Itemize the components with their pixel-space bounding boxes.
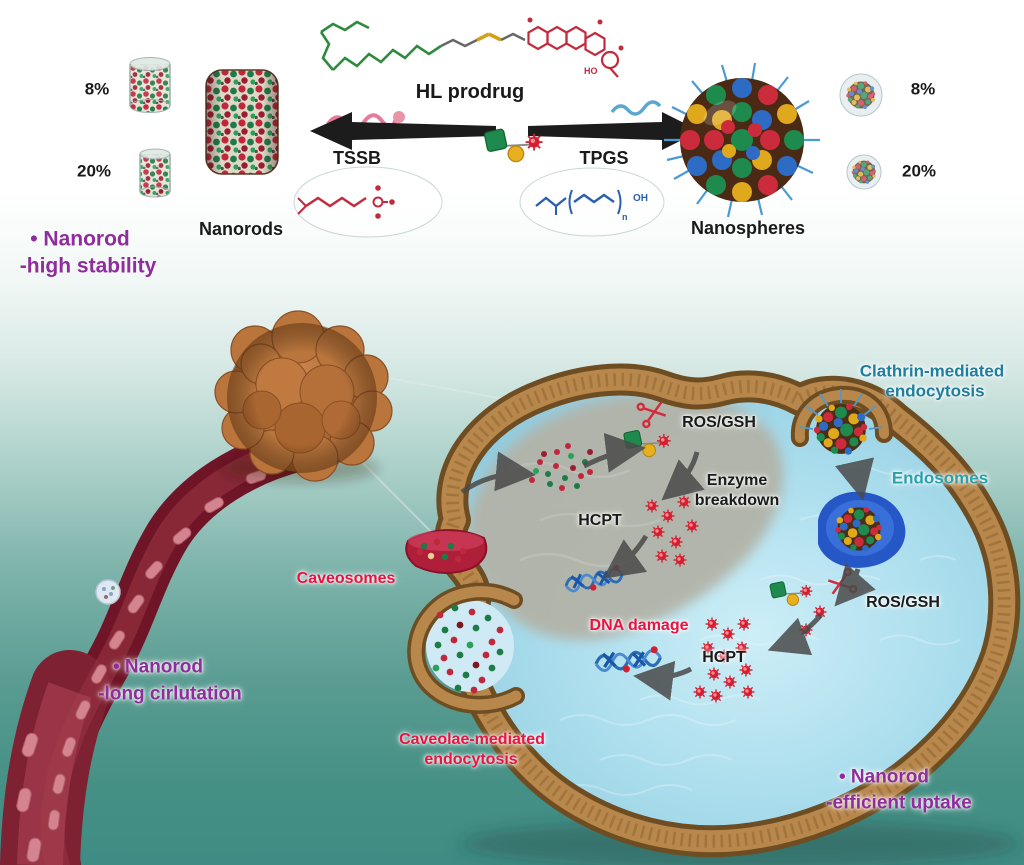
nanosphere-graphic (664, 62, 820, 218)
hl-prodrug-label: HL prodrug (415, 81, 525, 103)
tpgs-oh-atom-label: OH (633, 193, 648, 204)
endosome (818, 491, 906, 568)
hl-prodrug-structure: HO (319, 17, 624, 78)
clathrin-pit (790, 385, 893, 455)
tssb-label: TSSB (332, 148, 382, 168)
pct8-left-label: 8% (84, 79, 110, 99)
clathrin-label-line2: endocytosis (885, 381, 985, 401)
tpgs-n-subscript: n (622, 212, 628, 222)
cytoplasm-gray-region (468, 393, 784, 640)
circulating-nanorod (95, 579, 121, 605)
pct20-right-label: 20% (901, 161, 937, 181)
nanorod-graphic (205, 69, 279, 175)
hcpt-lower-label: HCPT (702, 649, 746, 666)
hcpt-upper-label: HCPT (578, 512, 622, 529)
tssb-molecule-bubble (293, 166, 443, 238)
circulation-note-line1: • Nanorod (112, 656, 204, 678)
uptake-note-line2: -efficient uptake (826, 792, 972, 814)
circulation-note-line2: -long cirlutation (98, 683, 242, 705)
pct8-right-label: 8% (910, 79, 936, 99)
uptake-note-line1: • Nanorod (838, 766, 930, 788)
cancer-cell (405, 363, 1021, 858)
pct20-left-label: 20% (76, 161, 112, 181)
stability-note-line2: -high stability (19, 254, 157, 278)
nanorod-cluster-caveolae (432, 604, 504, 694)
tssb-arrow (310, 112, 496, 150)
caveolae-label-line2: endocytosis (424, 751, 518, 768)
tpgs-arrow (528, 112, 700, 150)
red-blood-cells (16, 469, 267, 863)
caveolae-invagination (407, 582, 525, 714)
dna-damage-label: DNA damage (589, 617, 689, 634)
nanospheres-label: Nanospheres (690, 218, 806, 238)
ros-gsh-top-label: ROS/GSH (682, 414, 756, 431)
nanorods-label: Nanorods (198, 219, 284, 239)
tpgs-hairs (799, 389, 883, 430)
tumor-graphic (214, 310, 393, 482)
nanosphere-8pct (839, 73, 883, 117)
tpgs-polymer-squiggle (610, 100, 662, 116)
enzyme-label-line2: breakdown (694, 492, 780, 509)
enzyme-label-line1: Enzyme (706, 472, 768, 489)
stability-note-line1: • Nanorod (30, 227, 130, 251)
caveosomes-label: Caveosomes (296, 570, 396, 587)
clathrin-label-line1: Clathrin-mediated (859, 361, 1005, 381)
caveolae-label-line1: Caveolae-mediated (399, 731, 545, 748)
caveosome (405, 529, 488, 574)
tpgs-molecule-bubble: n OH (519, 167, 665, 237)
nanorod-20pct-cylinder (139, 148, 171, 198)
endosomes-label: Endosomes (891, 468, 989, 488)
released-prodrug-cluster (529, 443, 593, 491)
hl-ho-atom-label: HO (584, 66, 598, 76)
nanosphere-20pct (846, 154, 882, 190)
tpgs-label: TPGS (579, 148, 629, 168)
ros-gsh-right-label: ROS/GSH (866, 594, 940, 611)
pathway-arrows (460, 432, 876, 701)
nanorod-8pct-cylinder (129, 57, 171, 113)
